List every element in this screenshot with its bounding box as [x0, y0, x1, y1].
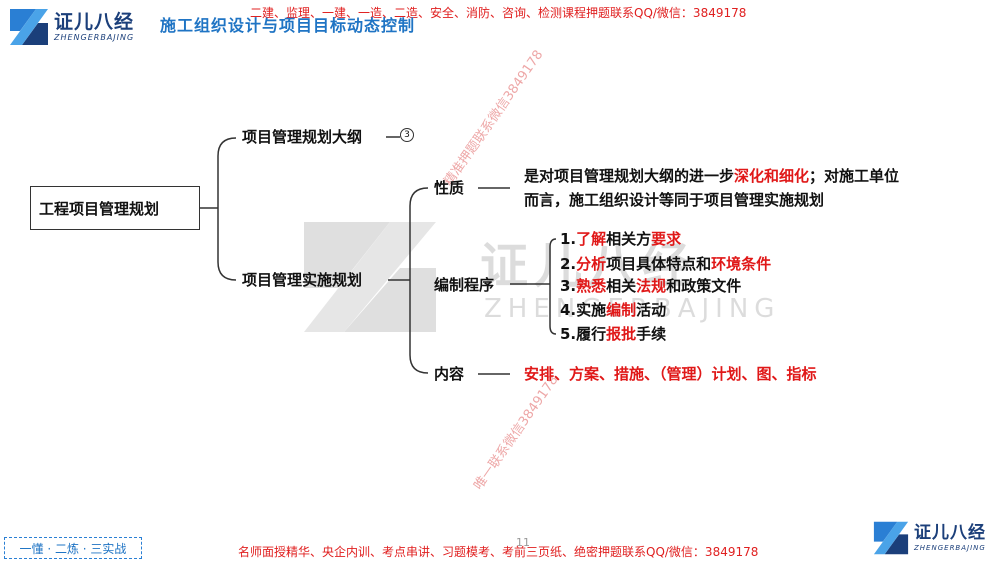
step-highlight: 熟悉	[576, 277, 607, 295]
step-highlight: 报批	[606, 325, 637, 343]
nature-text-a: 是对项目管理规划大纲的进一步	[524, 167, 735, 185]
nature-description-line2: 而言，施工组织设计等同于项目管理实施规划	[524, 191, 825, 209]
step-number: 5.	[560, 325, 577, 343]
procedure-step: 4.实施编制活动	[560, 300, 666, 320]
step-text: 手续	[636, 325, 667, 343]
procedure-step: 3.熟悉相关法规和政策文件	[560, 276, 741, 296]
step-highlight: 编制	[606, 301, 637, 319]
motto-box: 一懂 · 二炼 · 三实战	[4, 537, 142, 559]
node-nature: 性质	[434, 179, 465, 197]
footer-brand-name-cn: 证儿八经	[914, 523, 986, 543]
header-banner: 二建、监理、一建、一造、二造、安全、消防、咨询、检测课程押题联系QQ/微信：38…	[250, 6, 747, 20]
step-number: 3.	[560, 277, 577, 295]
step-text: 相关	[606, 277, 637, 295]
step-text: 履行	[576, 325, 607, 343]
step-highlight: 法规	[636, 277, 667, 295]
step-text: 活动	[636, 301, 667, 319]
nature-text-highlight: 深化和细化	[734, 167, 810, 185]
step-number: 1.	[560, 230, 577, 248]
footer-brand-name-en: ZHENGERBAJING	[914, 544, 986, 552]
brand-name-en: ZHENGERBAJING	[54, 33, 135, 42]
root-node: 工程项目管理规划	[30, 186, 200, 230]
watermark-zk-icon	[304, 222, 436, 332]
step-text: 相关方	[606, 230, 652, 248]
circled-number-badge: 3	[400, 128, 414, 142]
branch-implementation-plan: 项目管理实施规划	[242, 271, 363, 289]
brand-name-cn: 证儿八经	[54, 11, 135, 33]
branch-outline-plan: 项目管理规划大纲	[242, 128, 363, 146]
nature-description-line1: 是对项目管理规划大纲的进一步深化和细化；对施工单位	[524, 165, 899, 187]
step-text: 实施	[576, 301, 607, 319]
step-highlight: 环境条件	[711, 255, 772, 273]
step-number: 2.	[560, 255, 577, 273]
watermark-brand-en: ZHENGERBAJING	[484, 294, 781, 324]
zk-logo-icon	[10, 9, 48, 45]
procedure-step: 2.分析项目具体特点和环境条件	[560, 254, 771, 274]
node-procedure: 编制程序	[434, 276, 495, 294]
footer-brand-logo: 证儿八经 ZHENGERBAJING	[872, 518, 996, 558]
step-highlight: 要求	[651, 230, 682, 248]
brand-logo: 证儿八经 ZHENGERBAJING	[8, 6, 148, 48]
content-description: 安排、方案、措施、（管理）计划、图、指标	[524, 365, 817, 383]
step-text: 和政策文件	[666, 277, 742, 295]
procedure-step: 1.了解相关方要求	[560, 229, 681, 249]
procedure-step: 5.履行报批手续	[560, 324, 666, 344]
page-title: 施工组织设计与项目目标动态控制	[160, 16, 416, 35]
footer-banner: 名师面授精华、央企内训、考点串讲、习题模考、考前三页纸、绝密押题联系QQ/微信：…	[238, 545, 759, 559]
step-highlight: 了解	[576, 230, 607, 248]
step-text: 项目具体特点和	[606, 255, 712, 273]
step-highlight: 分析	[576, 255, 607, 273]
step-number: 4.	[560, 301, 577, 319]
nature-text-b: ；对施工单位	[809, 167, 900, 185]
node-content: 内容	[434, 365, 465, 383]
page-number: 11	[516, 536, 530, 549]
zk-logo-icon	[873, 521, 909, 555]
